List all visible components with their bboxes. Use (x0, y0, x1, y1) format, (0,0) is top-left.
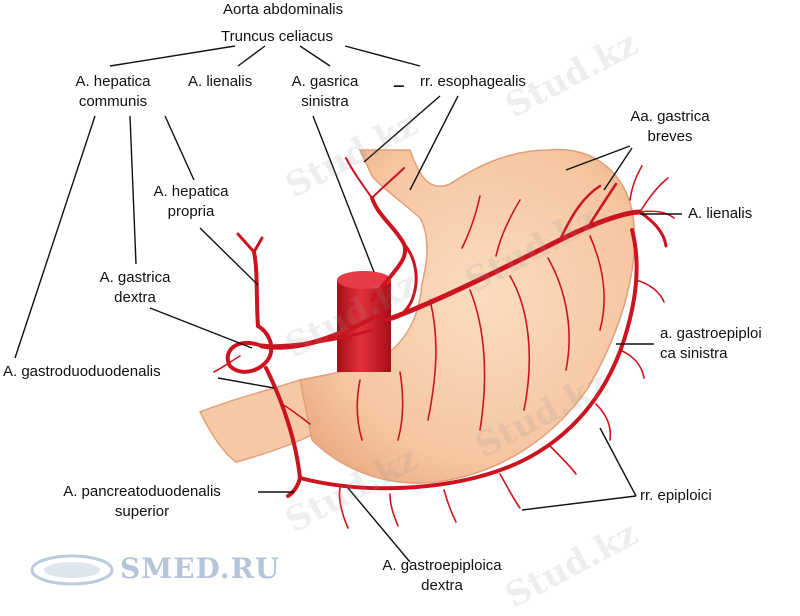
stomach-shape (299, 148, 636, 484)
epiploic-branch-1 (338, 487, 349, 529)
label-gastroepiploica-sinistra-line2: ca sinistra (660, 345, 728, 362)
splenic-branch-2 (639, 210, 675, 219)
leader-gasrica-sinistra (312, 115, 375, 273)
label-gastroepiploica-sinistra-line1: a. gastroepiploi (660, 325, 762, 342)
leader-epiploici-2 (521, 495, 637, 511)
lienalis-vessel (389, 209, 643, 321)
epiploic-branch-4 (499, 473, 521, 509)
label-gastrica-breves-line1: Aa. gastrica (630, 108, 710, 125)
epiploic-branch-3 (443, 489, 457, 523)
label-hepatica-propria-line1: A. hepatica (153, 183, 229, 200)
epiploic-branch-6 (595, 403, 612, 441)
label-hepatica-communis-line2: communis (78, 93, 148, 110)
leader-gastroduodenalis (217, 377, 275, 389)
leader-truncus-lienalis (237, 45, 266, 67)
aorta-vessel (337, 271, 391, 372)
epiploic-branch-5 (549, 445, 577, 475)
epiploic-branch-8 (635, 279, 665, 303)
hepatica-propria-branch-2 (252, 236, 264, 254)
gastrica-sinistra-loop (374, 242, 418, 321)
leader-hep-comm-gastrica-dextra (129, 115, 137, 265)
leader-gastroepiploica-dex (347, 487, 411, 563)
label-pancreatoduodenalis: A. pancreatoduodenalis superior (30, 482, 254, 522)
leader-truncus-hepatica (109, 45, 236, 67)
epiploic-branch-2 (389, 493, 399, 527)
stomach-branch-5 (589, 235, 605, 331)
label-esophagealis: rr. esophagealis (420, 73, 526, 90)
leader-breves-1 (565, 145, 631, 171)
gastrica-dextra-vessel (260, 328, 374, 348)
leader-esophageal-1 (363, 95, 441, 163)
label-gastroepiploica-dextra: A. gastroepiploica dextra (352, 556, 532, 596)
arteries (213, 157, 675, 529)
smed-logo-text: SMED.RU (120, 552, 281, 585)
label-pancreatoduodenalis-line2: superior (114, 503, 170, 520)
stomach-branch-6 (495, 199, 521, 257)
label-hepatica-communis: A. hepatica communis (58, 72, 168, 112)
gastrica-breves-vessel-1 (558, 184, 602, 242)
leader-lines (14, 45, 682, 563)
label-gastrica-dextra-line1: A. gastrica (99, 269, 171, 286)
leader-breves-2 (603, 147, 633, 191)
gastroduodenalis-loop-vessel (225, 324, 274, 374)
stomach-branch-3 (509, 275, 531, 411)
splenic-branch-3 (629, 165, 643, 201)
leader-esophageal-2 (409, 95, 459, 191)
label-hepatica-propria-line2: propria (167, 203, 215, 220)
label-gastroepiploica-dextra-line1: A. gastroepiploica (382, 557, 502, 574)
hepatica-propria-vessel (252, 250, 260, 328)
label-dash: _ (394, 71, 403, 88)
label-gasrica-sinistra-line2: sinistra (301, 93, 349, 110)
epiploic-branch-7 (619, 349, 645, 379)
label-gastrica-dextra-line2: dextra (114, 289, 156, 306)
hepatica-propria-branch-1 (236, 232, 256, 254)
label-gastrica-dextra: A. gastrica dextra (85, 268, 185, 308)
gastroepiploica-dextra-vessel (298, 228, 639, 491)
label-aorta-abdominalis: Aorta abdominalis (223, 1, 344, 18)
stomach-branch-1 (427, 299, 437, 421)
label-gasrica-sinistra: A. gasrica sinistra (285, 72, 365, 112)
label-epiploici: rr. epiploici (640, 487, 712, 504)
label-gastroepiploica-dextra-line2: dextra (421, 577, 463, 594)
label-gasrica-sinistra-line1: A. gasrica (291, 73, 359, 90)
leader-hep-propria (199, 227, 259, 286)
label-lienalis-right: A. lienalis (688, 205, 753, 222)
label-hepatica-communis-line1: A. hepatica (75, 73, 151, 90)
esophageal-branch-2 (371, 167, 405, 199)
duodenum-shape (198, 379, 319, 463)
leader-hep-comm-gastroduod (14, 115, 96, 359)
esophageal-branch-1 (345, 157, 373, 199)
gastroepiploica-sinistra-vessel (638, 210, 668, 248)
stomach-branch-4 (547, 257, 570, 371)
leader-truncus-gasrica (299, 45, 331, 67)
label-pancreatoduodenalis-line1: A. pancreatoduodenalis (63, 483, 221, 500)
label-gastroduodenalis: A. gastroduoduodenalis (3, 363, 161, 380)
stomach-branch-9 (397, 371, 404, 441)
duodenal-branch-2 (213, 355, 241, 373)
leader-hep-comm-propria (164, 115, 195, 181)
pancreatoduodenalis-vessel (286, 476, 302, 498)
splenic-branch-1 (639, 177, 669, 213)
smed-logo (30, 554, 114, 586)
stomach-branch-2 (469, 289, 486, 431)
label-gastrica-breves-line2: breves (647, 128, 693, 145)
duodenal-branch-1 (281, 403, 311, 425)
label-truncus-celiacus: Truncus celiacus (221, 28, 333, 45)
gastrica-breves-vessel-2 (588, 182, 618, 226)
label-gastroepiploica-sinistra: a. gastroepiploi ca sinistra (660, 324, 762, 364)
stomach-branch-8 (356, 379, 363, 441)
leader-truncus-right (344, 45, 421, 67)
leader-gastrica-dextra (149, 307, 253, 349)
gastroduodenal-down-vessel (264, 366, 302, 480)
stomach-branch-7 (461, 195, 481, 249)
label-gastrica-breves: Aa. gastrica breves (620, 107, 720, 147)
leader-epiploici-1 (599, 427, 637, 497)
label-hepatica-propria: A. hepatica propria (148, 182, 234, 222)
label-lienalis-top: A. lienalis (188, 73, 253, 90)
stomach-arteries-diagram (14, 45, 682, 563)
